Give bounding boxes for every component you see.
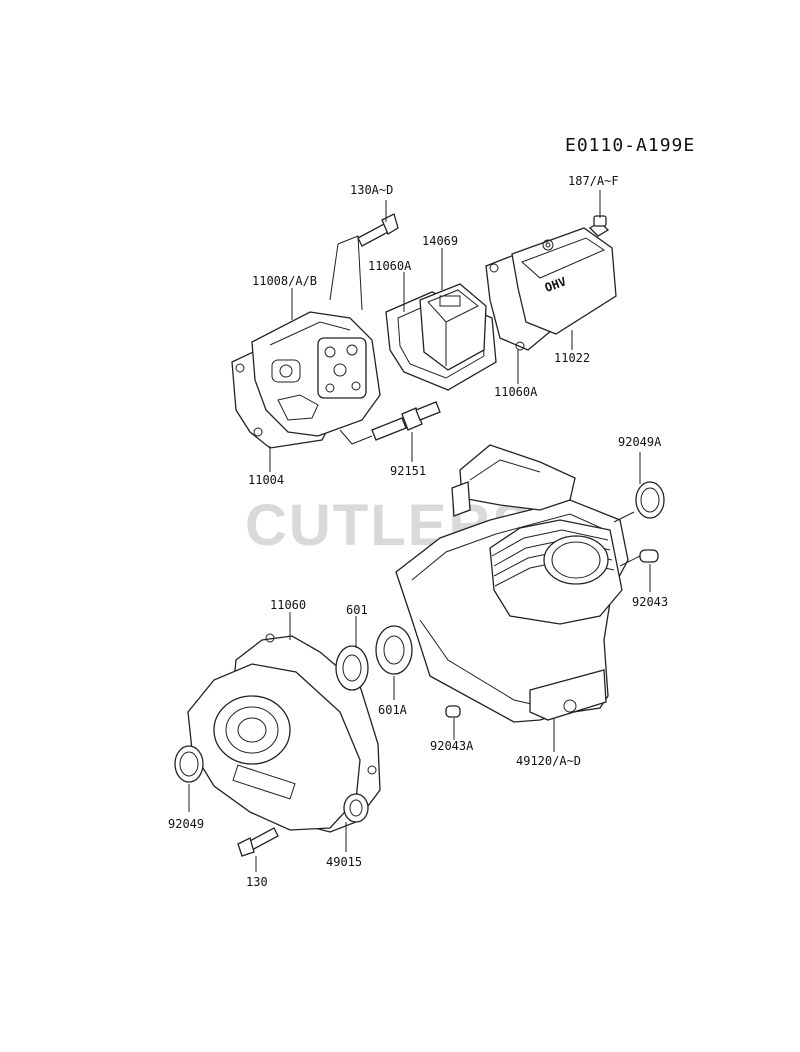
breather-14069	[419, 283, 487, 371]
bearing-601	[335, 645, 369, 691]
cover-marking: OHV	[543, 274, 568, 295]
cylinder-barrel	[489, 519, 623, 625]
oil-seal-92049	[174, 745, 204, 783]
stud-92151	[371, 401, 441, 441]
label-49015: 49015	[326, 855, 362, 869]
label-130: 130	[246, 875, 268, 889]
label-92049A: 92049A	[618, 435, 662, 449]
label-130AD: 130A~D	[350, 183, 393, 197]
oil-seal-92049A	[635, 481, 665, 519]
dowel-pin-92043A	[445, 705, 461, 718]
label-11060A-lower: 11060A	[494, 385, 538, 399]
label-601: 601	[346, 603, 368, 617]
leader-lines	[188, 190, 651, 872]
label-11008AB: 11008/A/B	[252, 274, 317, 288]
reference-code: E0110-A199E	[565, 135, 695, 156]
label-92043: 92043	[632, 595, 668, 609]
part-labels: 130A~D 187/A~F 14069 11060A 11008/A/B 11…	[168, 174, 668, 889]
dowel-pin-92043	[639, 549, 659, 563]
bolt-130	[237, 827, 279, 857]
crankcase-cover-49015	[187, 663, 369, 831]
label-92043A: 92043A	[430, 739, 474, 753]
label-11022: 11022	[554, 351, 590, 365]
bolt-187AF	[588, 215, 610, 237]
label-49120AD: 49120/A~D	[516, 754, 581, 768]
bearing-601A	[375, 625, 413, 675]
label-11004: 11004	[248, 473, 284, 487]
label-92049: 92049	[168, 817, 204, 831]
label-11060: 11060	[270, 598, 306, 612]
cylinder-head-11008	[251, 311, 381, 437]
label-14069: 14069	[422, 234, 458, 248]
label-92151: 92151	[390, 464, 426, 478]
rocker-cover-11022: OHV	[511, 227, 617, 335]
label-601A: 601A	[378, 703, 408, 717]
label-11060A-upper: 11060A	[368, 259, 412, 273]
label-187AF: 187/A~F	[568, 174, 619, 188]
bolt-130AD	[357, 213, 399, 247]
